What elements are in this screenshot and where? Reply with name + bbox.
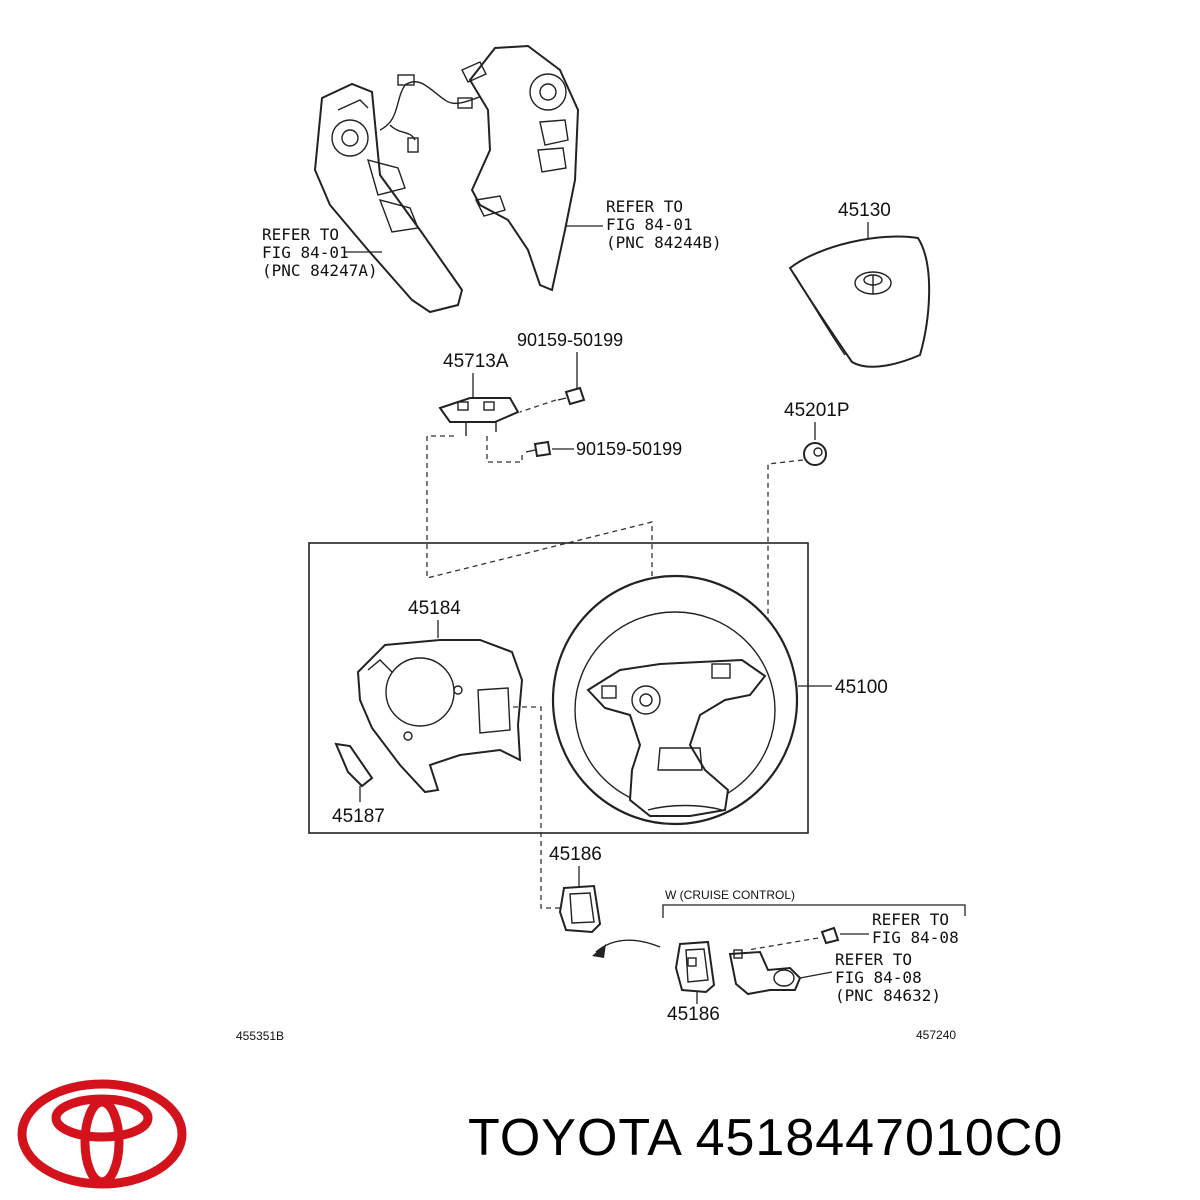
label-45186-bottom: 45186 [667, 1004, 720, 1025]
ref-left-line3: (PNC 84247A) [262, 261, 378, 280]
trim-45187 [334, 742, 374, 788]
label-45186-top: 45186 [549, 844, 602, 865]
bolt-top [557, 386, 586, 406]
diagram-code-left: 455351B [236, 1029, 284, 1043]
ref-cruise-b-line3: (PNC 84632) [835, 986, 941, 1005]
ref-left-line1: REFER TO [262, 225, 339, 244]
cruise-screw [820, 926, 840, 945]
ref-right-line3: (PNC 84244B) [606, 233, 722, 252]
ref-right-line2: FIG 84-01 [606, 215, 693, 234]
switch-bezel-45186-cruise [674, 940, 716, 994]
ref-left-line2: FIG 84-01 [262, 243, 349, 262]
steering-wheel-45100 [551, 574, 799, 826]
label-45713A: 45713A [443, 351, 509, 372]
switch-bezel-45186 [558, 884, 602, 934]
label-45184: 45184 [408, 598, 461, 619]
label-45100: 45100 [835, 677, 888, 698]
diagram-code-right: 457240 [916, 1028, 956, 1042]
cruise-switch [728, 949, 802, 996]
toyota-logo-icon [17, 1079, 187, 1189]
nut-45201P [803, 442, 827, 466]
ref-cruise-a-line1: REFER TO [872, 910, 949, 929]
dash-bracket-to-wheel [426, 435, 653, 688]
ref-cruise-b-line1: REFER TO [835, 950, 912, 969]
ref-cruise-b-line2: FIG 84-08 [835, 968, 922, 987]
label-45201P: 45201P [784, 400, 850, 421]
switch-cover-right [461, 44, 580, 292]
label-bolt-top: 90159-50199 [517, 330, 623, 350]
bolt-mid [525, 440, 552, 458]
ref-right-line1: REFER TO [606, 197, 683, 216]
label-45130: 45130 [838, 200, 891, 221]
label-bolt-mid: 90159-50199 [576, 439, 682, 459]
wire-harness [379, 74, 486, 153]
switch-cover-left [313, 82, 464, 314]
brand-name: TOYOTA [468, 1109, 681, 1167]
assembly-frame [308, 542, 809, 834]
label-45187: 45187 [332, 806, 385, 827]
brand-part-number: TOYOTA 4518447010C0 [468, 1108, 1063, 1168]
lower-cover-45184 [356, 639, 524, 794]
dash-cover-to-45186 [513, 706, 569, 909]
cruise-heading: W (CRUISE CONTROL) [665, 888, 795, 902]
assembly-arrow [595, 939, 661, 953]
ref-cruise-a-line2: FIG 84-08 [872, 928, 959, 947]
part-number: 4518447010C0 [695, 1109, 1064, 1167]
airbag-module [788, 235, 931, 368]
bracket-45713A [438, 397, 520, 436]
